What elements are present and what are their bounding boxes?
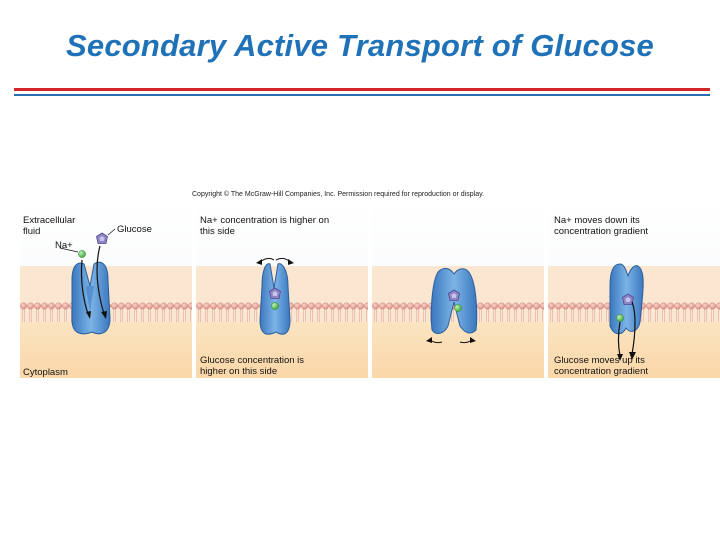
glucose-path-arrow (96, 245, 105, 315)
panel-3-conformation (372, 202, 544, 378)
glucose-release-arrow (631, 301, 636, 355)
sodium-ion (616, 314, 624, 322)
label-na-higher: Na+ concentration is higher on this side (200, 215, 330, 237)
label-glucose-moves-up: Glucose moves up its concentration gradi… (554, 355, 649, 377)
panel-1-initial (20, 202, 192, 378)
title-rule-blue (14, 94, 710, 96)
title-rule-red (14, 88, 710, 91)
carrier-protein (259, 263, 291, 335)
carrier-protein (430, 267, 478, 334)
sodium-release-arrow (617, 321, 621, 357)
label-na-ion: Na+ (55, 240, 73, 251)
label-glucose: Glucose (117, 224, 152, 235)
sodium-ion (78, 250, 86, 258)
panel-4-release (548, 202, 720, 378)
label-extracellular-fluid: Extracellular fluid (23, 215, 76, 237)
label-glucose-higher: Glucose concentration is higher on this … (200, 355, 305, 377)
label-cytoplasm: Cytoplasm (23, 367, 68, 378)
sodium-ion (454, 304, 462, 312)
sodium-ion (271, 302, 279, 310)
copyright-notice: Copyright © The McGraw-Hill Companies, I… (192, 191, 485, 198)
sodium-path-arrow (80, 259, 89, 315)
slide-title: Secondary Active Transport of Glucose (66, 28, 654, 63)
panel-2-na-binds (196, 202, 368, 378)
label-na-moves-down: Na+ moves down its concentration gradien… (554, 215, 649, 237)
